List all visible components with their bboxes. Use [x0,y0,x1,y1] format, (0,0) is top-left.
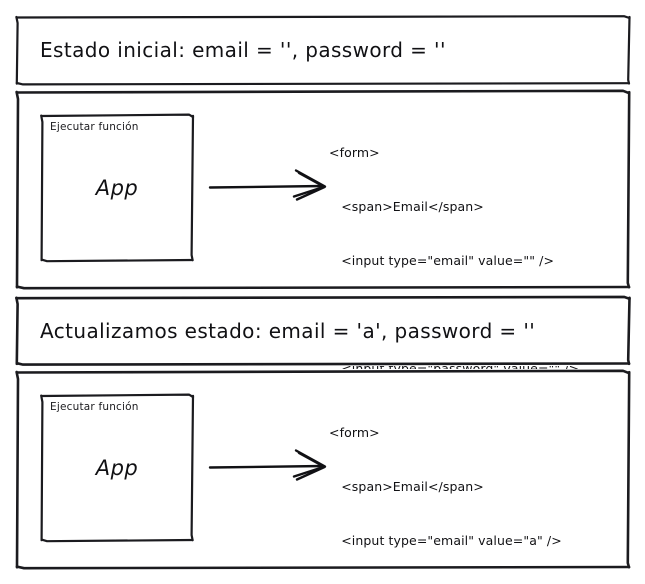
app-component-box-1: Ejecutar función App [39,113,195,263]
code-block-2: <form> <span>Email</span> <input type="e… [329,388,579,584]
right-arrow-icon-2 [208,449,327,481]
app-component-box-2: Ejecutar función App [39,393,195,543]
app-box-caption-1: Ejecutar función [50,121,139,133]
state-body-panel-2: Ejecutar función App <form> <span>Email<… [14,369,632,570]
state-description-1: Estado inicial: email = '', password = '… [40,38,446,62]
code-line: <form> [329,145,380,160]
state-body-panel-1: Ejecutar función App <form> <span>Email<… [14,89,632,538]
code-line: <input type="email" value="a" /> [329,533,562,548]
state-header-panel-2: Actualizamos estado: email = 'a', passwo… [14,295,632,366]
code-line: <span>Email</span> [329,479,484,494]
right-arrow-icon-1 [208,169,327,201]
code-line: <span>Email</span> [329,199,484,214]
app-box-title-2: App [95,456,139,480]
app-box-border-2 [40,393,195,543]
state-header-panel-1: Estado inicial: email = '', password = '… [14,14,632,86]
app-box-title-1: App [95,176,139,200]
app-box-border-1 [40,113,195,263]
code-line: <input type="email" value="" /> [329,253,555,268]
state-description-2: Actualizamos estado: email = 'a', passwo… [40,318,536,343]
code-line: <form> [329,425,380,440]
app-box-caption-2: Ejecutar función [50,401,139,413]
